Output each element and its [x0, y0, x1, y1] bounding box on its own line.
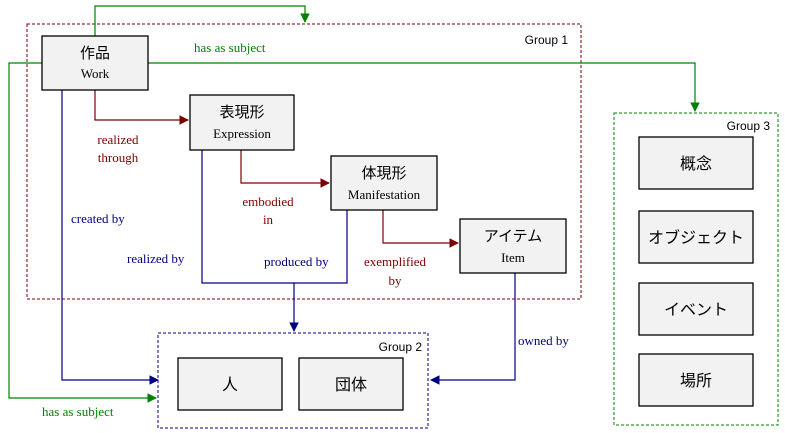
group3-frame — [613, 112, 779, 426]
expression-label-ja: 表現形 — [219, 103, 264, 121]
place-label: 場所 — [680, 371, 712, 390]
item-label-ja: アイテム — [484, 227, 543, 245]
realized-through-connector — [94, 90, 189, 125]
owned-by-label: owned by — [518, 333, 569, 348]
concept-label: 概念 — [680, 154, 712, 173]
object-box[interactable]: オブジェクト — [638, 210, 754, 264]
object-label: オブジェクト — [648, 228, 744, 247]
created-by-label: created by — [71, 211, 125, 226]
produced-by-connector — [289, 210, 348, 332]
has-as-subject-top-connector — [94, 5, 310, 36]
work-label-en: Work — [81, 66, 110, 81]
realized-through-label-line2: through — [98, 150, 139, 165]
created-by-connector — [61, 90, 159, 385]
event-label: イベント — [664, 300, 728, 319]
manifestation-box[interactable]: 体現形 Manifestation — [330, 155, 438, 211]
has-as-subject-bottom-label: has as subject — [42, 404, 114, 419]
work-box[interactable]: 作品 Work — [41, 35, 149, 91]
item-label-en: Item — [501, 250, 525, 265]
group1-frame — [26, 23, 582, 300]
person-box[interactable]: 人 — [177, 357, 283, 411]
realized-by-label: realized by — [127, 251, 185, 266]
exemplified-by-label-line2: by — [389, 273, 403, 288]
item-box[interactable]: アイテム Item — [459, 218, 567, 274]
expression-label-en: Expression — [213, 126, 271, 141]
concept-box[interactable]: 概念 — [638, 136, 754, 190]
exemplified-by-label-line1: exemplified — [364, 254, 427, 269]
corporate-body-label: 団体 — [335, 375, 367, 394]
manifestation-label-ja: 体現形 — [361, 164, 406, 182]
owned-by-connector — [430, 273, 516, 385]
embodied-in-connector — [240, 150, 330, 188]
embodied-in-label-line1: embodied — [242, 194, 294, 209]
has-as-subject-bottom-connector — [8, 62, 157, 403]
place-box[interactable]: 場所 — [638, 353, 754, 407]
realized-through-label-line1: realized — [97, 132, 139, 147]
event-box[interactable]: イベント — [638, 282, 754, 336]
group3-label: Group 3 — [727, 119, 771, 133]
group2-label: Group 2 — [379, 340, 423, 354]
has-as-subject-top-label: has as subject — [194, 40, 266, 55]
person-label: 人 — [222, 375, 238, 394]
exemplified-by-connector — [382, 210, 459, 248]
has-as-subject-right-connector — [148, 62, 700, 112]
manifestation-label-en: Manifestation — [348, 187, 421, 202]
realized-by-connector — [201, 150, 294, 284]
group1-label: Group 1 — [525, 33, 569, 47]
produced-by-label: produced by — [264, 254, 329, 269]
expression-box[interactable]: 表現形 Expression — [189, 94, 295, 151]
work-label-ja: 作品 — [80, 44, 110, 62]
embodied-in-label-line2: in — [263, 212, 274, 227]
corporate-body-box[interactable]: 団体 — [298, 357, 404, 411]
